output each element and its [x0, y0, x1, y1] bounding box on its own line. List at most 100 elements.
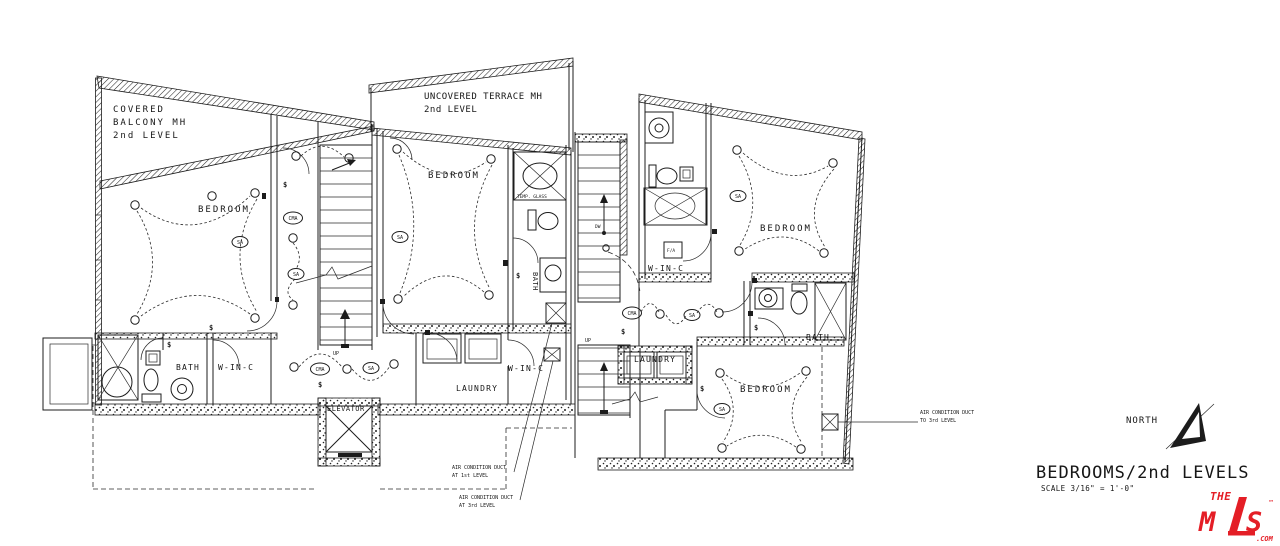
- cma-label: CMA: [315, 367, 324, 373]
- light-symbol: [289, 362, 299, 372]
- room-label-wic-left: W-IN-C: [218, 363, 254, 372]
- toilet-icon: [791, 283, 808, 292]
- north-compass-icon: [1165, 403, 1215, 450]
- shower-icon: [513, 151, 567, 201]
- drawing-title: BEDROOMS/2nd LEVELS: [1036, 463, 1249, 483]
- ac-duct-note-to-3rd: TO 3rd LEVEL: [920, 418, 956, 424]
- up-arrow: [340, 309, 350, 319]
- title-block: NORTH BEDROOMS/2nd LEVELS SCALE 3/16" = …: [1036, 403, 1249, 493]
- light-symbol: [715, 368, 725, 378]
- laundry-closet-right: [617, 345, 693, 385]
- logo-l-foot: [1228, 531, 1255, 536]
- up-arrow: [600, 362, 608, 371]
- dryer-icon: [656, 351, 687, 379]
- uncovered-terrace-label: 2nd LEVEL: [424, 105, 477, 115]
- stairs-left: [295, 144, 373, 348]
- switch-symbol: $: [167, 341, 171, 349]
- ac-duct-note-1st: AIR CONDITION DUCT: [452, 465, 506, 471]
- ac-duct-note-3rd: AIR CONDITION DUCT: [459, 495, 513, 501]
- light-symbol: [250, 188, 260, 198]
- switch-symbol: $: [621, 328, 625, 336]
- light-symbol: [393, 294, 403, 304]
- stucco-wall: [597, 457, 854, 471]
- ac-duct-note-1st: AT 1st LEVEL: [452, 473, 488, 479]
- co-alarm-symbol: CMA CMA CMA: [283, 211, 642, 376]
- room-label-laundry-right: LAUNDRY: [634, 355, 676, 364]
- light-symbol: [342, 364, 352, 374]
- shower-icon: [643, 187, 708, 226]
- door-arcs: [140, 137, 786, 419]
- light-symbol: [732, 145, 742, 155]
- light-symbol: [796, 444, 806, 454]
- covered-balcony-label: COVERED: [113, 105, 165, 115]
- sa-label: SA: [689, 313, 695, 319]
- smoke-alarm-symbol: SA SA SA SA SA SA SA: [231, 190, 747, 415]
- room-label-bedroom-bottom-right: BEDROOM: [740, 385, 792, 395]
- stair-shaft-wall: [619, 139, 628, 256]
- uncovered-terrace-label: UNCOVERED TERRACE MH: [424, 92, 542, 102]
- light-symbol: [250, 313, 260, 323]
- light-symbol: [717, 443, 727, 453]
- labels: COVERED BALCONY MH 2nd LEVEL UNCOVERED T…: [113, 92, 974, 509]
- alarm-symbols: SA SA SA SA SA SA SA CMA CMA CMA: [231, 190, 747, 415]
- cma-label: CMA: [288, 216, 297, 222]
- drawing-scale: SCALE 3/16" = 1'-0": [1041, 484, 1134, 493]
- light-symbol: [389, 359, 399, 369]
- north-label: NORTH: [1126, 416, 1158, 426]
- light-symbol: [130, 315, 140, 325]
- stucco-wall: [377, 403, 576, 416]
- stairs-right-upper: [577, 141, 641, 303]
- room-label-bath-left: BATH: [176, 363, 200, 372]
- sink-icon: [644, 111, 674, 144]
- vanity-icon: [145, 350, 161, 366]
- shower-icon: [814, 282, 847, 341]
- sink-icon: [754, 287, 784, 310]
- annotation-leaders: [513, 322, 918, 501]
- room-label-laundry-middle: LAUNDRY: [456, 384, 498, 393]
- sa-label: SA: [293, 272, 299, 278]
- logo-the-text: THE: [1210, 490, 1231, 503]
- up-label: UP: [585, 338, 591, 344]
- light-symbol: [207, 191, 217, 201]
- light-symbol: [288, 233, 298, 243]
- light-symbol: [392, 144, 402, 154]
- fixtures: [97, 111, 847, 431]
- window-wall: [638, 93, 863, 141]
- logo-tm-text: ™: [1269, 499, 1273, 507]
- toilet-icon: [527, 209, 537, 231]
- sink-icon: [539, 257, 567, 293]
- switch-symbol: $: [516, 272, 520, 280]
- stucco-wall: [382, 323, 572, 334]
- interior-walls: [95, 61, 863, 463]
- light-symbol: [819, 248, 829, 258]
- toilet-icon: [648, 164, 657, 188]
- ac-duct-note-to-3rd: AIR CONDITION DUCT: [920, 410, 974, 416]
- terrace-edge: [368, 57, 574, 94]
- washer-icon: [623, 351, 655, 379]
- cma-label: CMA: [627, 311, 636, 317]
- light-symbol: [484, 290, 494, 300]
- electrical-symbols: [130, 144, 838, 454]
- light-symbol: [734, 246, 744, 256]
- fa-box: [663, 241, 683, 259]
- sa-label: SA: [735, 194, 741, 200]
- dn-arrow: [600, 194, 608, 203]
- dryer-icon: [464, 333, 502, 364]
- room-label-bedroom-middle: BEDROOM: [428, 171, 480, 181]
- exterior-walls: [94, 57, 866, 471]
- light-symbol: [602, 244, 610, 252]
- light-symbol: [655, 309, 665, 319]
- light-symbol: [714, 308, 724, 318]
- switch-symbol: $: [700, 385, 704, 393]
- sa-label: SA: [397, 235, 403, 241]
- dw-label: DW: [595, 224, 601, 230]
- fan-icon: [170, 377, 194, 401]
- elevator-shaft: [317, 397, 381, 467]
- room-label-bath-right: BATH: [806, 333, 830, 342]
- temp-glass-label: TEMP. GLASS: [517, 194, 547, 200]
- stucco-wall: [751, 272, 855, 283]
- light-symbol: [486, 154, 496, 164]
- sa-label: SA: [719, 407, 725, 413]
